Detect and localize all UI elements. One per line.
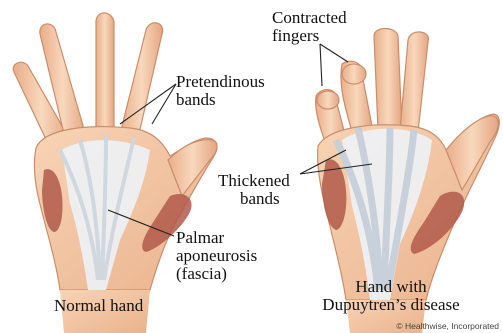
thickened-bands-label: Thickened bands xyxy=(218,172,290,208)
copyright-credit: © Healthwise, Incorporated xyxy=(396,321,499,331)
palmar-aponeurosis-label: Palmar aponeurosis (fascia) xyxy=(176,229,257,283)
disease-ring-fingertip xyxy=(342,64,366,84)
dupuytren-caption: Hand with Dupuytren’s disease xyxy=(306,278,476,314)
disease-pinky-fingertip xyxy=(317,91,339,109)
disease-middle-finger xyxy=(374,29,402,131)
contracted-fingers-label: Contracted fingers xyxy=(272,9,347,45)
leader-contracted-1 xyxy=(320,44,322,86)
normal-index-finger xyxy=(120,23,163,138)
normal-hand-caption: Normal hand xyxy=(54,297,143,315)
normal-middle-finger xyxy=(96,13,114,136)
leader-pretendinous-2 xyxy=(152,84,176,124)
leader-contracted-2 xyxy=(320,44,348,62)
pretendinous-bands-label: Pretendinous bands xyxy=(176,73,265,109)
disease-index-finger xyxy=(400,32,428,132)
normal-hand xyxy=(13,13,217,333)
